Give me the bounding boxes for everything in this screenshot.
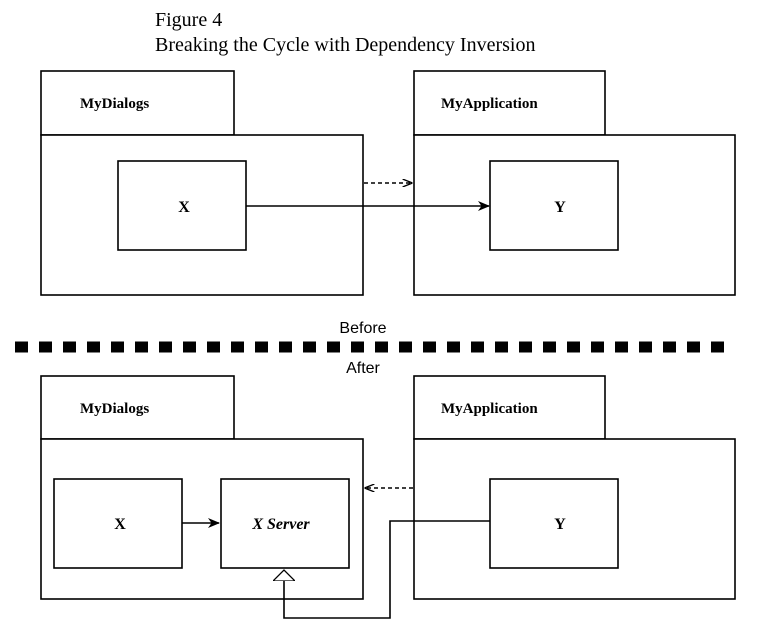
class-name: Y	[554, 516, 566, 533]
before-label: Before	[339, 320, 386, 337]
class-x: X	[53, 478, 183, 569]
y-implements-xserver-arrow	[284, 520, 490, 619]
figure-number: Figure 4	[155, 9, 222, 31]
class-x-server: X Server	[220, 478, 350, 569]
class-name: X Server	[251, 516, 310, 533]
class-y: Y	[489, 478, 619, 569]
package-tab	[413, 375, 606, 440]
package-mydialogs-before: MyDialogs X	[40, 70, 364, 296]
figure-title: Breaking the Cycle with Dependency Inver…	[155, 34, 535, 56]
package-mydialogs-after: MyDialogs X X Server	[40, 375, 364, 600]
package-name: MyDialogs	[80, 401, 149, 417]
class-name: Y	[554, 199, 566, 216]
after-section: MyDialogs X X Server MyApplication Y	[40, 375, 736, 619]
package-tab	[413, 70, 606, 136]
class-x: X	[117, 160, 247, 251]
before-section: MyDialogs X MyApplication Y	[40, 70, 736, 296]
before-after-divider: Before After	[15, 320, 725, 377]
package-myapplication-after: MyApplication Y	[413, 375, 736, 600]
class-name: X	[114, 516, 126, 533]
class-y: Y	[489, 160, 619, 251]
package-tab	[40, 375, 235, 440]
after-label: After	[346, 360, 380, 377]
package-name: MyDialogs	[80, 96, 149, 112]
package-name: MyApplication	[441, 401, 538, 417]
package-tab	[40, 70, 235, 136]
package-myapplication-before: MyApplication Y	[413, 70, 736, 296]
class-name: X	[178, 199, 190, 216]
package-name: MyApplication	[441, 96, 538, 112]
